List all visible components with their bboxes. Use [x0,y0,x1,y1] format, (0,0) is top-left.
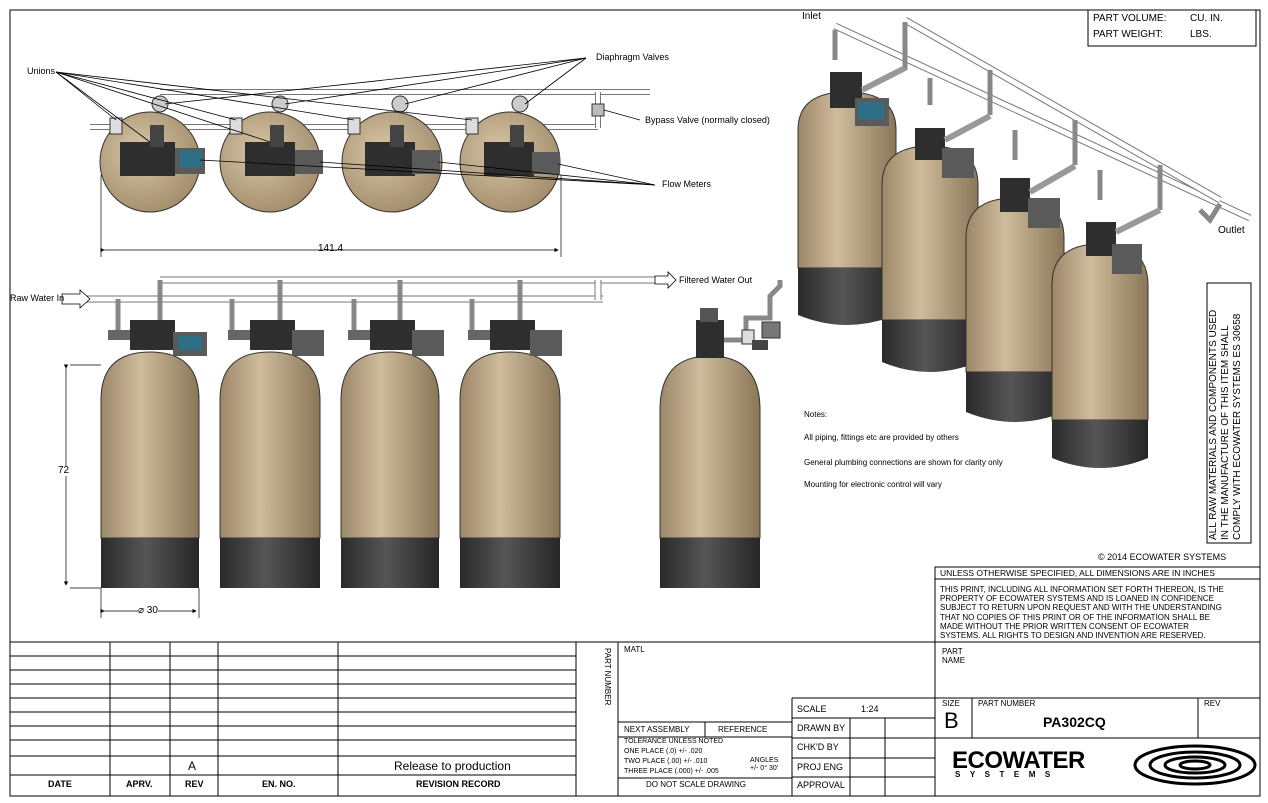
revision-rev-value: A [188,759,197,773]
callout-leaders [55,57,656,186]
iso-tank-2 [881,113,992,372]
front-tank-4 [459,280,562,588]
unions-label: Unions [27,66,56,76]
drawn-by-label: DRAWN BY [797,723,846,733]
proj-eng-label: PROJ ENG [797,762,844,772]
front-tank-3 [340,280,444,588]
filtered-water-arrow [654,271,677,289]
scale-value: 1:24 [861,704,879,714]
revision-header-aprv: APRV. [126,779,153,789]
diameter-dimension: ⌀ 30 [138,605,158,616]
legal-line: PROPERTY OF ECOWATER SYSTEMS AND IS LOAN… [940,594,1214,604]
part-number-value: PA302CQ [1043,714,1106,730]
iso-tank-4 [1051,207,1162,468]
side-note-line-2: IN THE MANUFACTURE OF THIS ITEM SHALL [1220,325,1231,540]
revision-header-en-no: EN. NO. [262,779,296,789]
raw-water-arrow [61,289,91,309]
revision-header-record: REVISION RECORD [416,779,501,789]
legal-line: THIS PRINT, INCLUDING ALL INFORMATION SE… [940,585,1224,594]
ecowater-logo-text: ECOWATER [952,747,1085,774]
part-info-box [1087,9,1257,47]
ecowater-logo-subtext: SYSTEMS [955,770,1060,779]
title-block-grid [10,641,1260,796]
top-tank-2 [219,95,323,213]
do-not-scale: DO NOT SCALE DRAWING [646,780,747,789]
front-view [61,271,677,618]
note-item: All piping, fittings etc are provided by… [804,433,959,442]
ecowater-logo-swirl [1133,744,1257,786]
revision-header-date: DATE [48,779,72,789]
part-weight-unit: LBS. [1190,29,1212,40]
part-weight-label: PART WEIGHT: [1093,29,1164,40]
matl-label: MATL [624,645,645,654]
flow-meters-label: Flow Meters [662,179,712,189]
rev-label: REV [1204,699,1221,708]
inlet-label: Inlet [802,11,821,22]
side-note-text: ALL RAW MATERIALS AND COMPONENTS USED IN… [1208,282,1252,540]
tolerance-two: TWO PLACE (.00) +/- .010 [624,758,708,765]
side-note-line-3: COMPLY WITH ECOWATER SYSTEMS ES 30658 [1232,313,1243,540]
part-name-label-2: NAME [942,656,966,665]
part-number-vertical-label: PART NUMBER [603,648,612,706]
iso-tank-1 [797,65,907,325]
angles-label: ANGLES [750,757,779,764]
note-item: General plumbing connections are shown f… [804,458,1003,467]
size-label: SIZE [942,699,960,708]
outlet-label: Outlet [1218,225,1245,236]
side-view [659,280,783,588]
angles-value: +/- 0° 30' [750,765,779,772]
tolerance-three: THREE PLACE (.000) +/- .005 [624,768,719,775]
notes-title: Notes: [804,410,828,419]
height-dimension: 72 [58,465,70,476]
iso-tank-3 [965,163,1077,422]
note-item: Mounting for electronic control will var… [804,480,942,489]
top-tank-1 [99,95,205,213]
next-assembly-label: NEXT ASSEMBLY [624,725,690,734]
size-value: B [944,708,959,733]
bypass-valve-shape [591,103,605,117]
legal-text: THIS PRINT, INCLUDING ALL INFORMATION SE… [940,585,1224,640]
filtered-water-out-label: Filtered Water Out [679,275,753,285]
dimensions-note: UNLESS OTHERWISE SPECIFIED, ALL DIMENSIO… [940,568,1215,578]
part-number-label: PART NUMBER [978,699,1036,708]
legal-line: SUBJECT TO RETURN UPON REQUEST AND WITH … [940,603,1222,613]
front-tank-1 [100,280,207,588]
side-note-box [1206,282,1252,544]
tolerance-title: TOLERANCE UNLESS NOTED [624,738,724,745]
bypass-valve-label: Bypass Valve (normally closed) [645,115,770,125]
part-volume-label: PART VOLUME: [1093,13,1167,24]
approval-label: APPROVAL [797,780,845,790]
part-volume-unit: CU. IN. [1190,13,1223,24]
part-name-label-1: PART [942,647,963,656]
front-tank-2 [219,280,324,588]
tolerance-one: ONE PLACE (.0) +/- .020 [624,748,703,755]
top-tank-3 [341,95,443,213]
diaphragm-valves-label: Diaphragm Valves [596,52,669,62]
top-view [55,57,656,257]
legal-line: SYSTEMS. ALL RIGHTS TO DESIGN AND INVENT… [940,631,1206,641]
top-tank-4 [459,95,561,213]
copyright: © 2014 ECOWATER SYSTEMS [1098,552,1227,562]
reference-label: REFERENCE [718,725,768,734]
raw-water-in-label: Raw Water In [10,293,65,303]
side-note-line-1: ALL RAW MATERIALS AND COMPONENTS USED [1208,309,1219,540]
scale-label: SCALE [797,704,827,714]
width-dimension: 141.4 [318,243,344,254]
revision-header-rev: REV [185,779,204,789]
sheet-border [9,9,1261,797]
chkd-by-label: CHK'D BY [797,742,839,752]
legal-line: MADE WITHOUT THE PRIOR WRITTEN CONSENT O… [940,621,1189,631]
legal-line: THAT NO COPIES OF THIS PRINT OR OF THE I… [940,612,1210,622]
revision-record-value: Release to production [394,759,511,773]
isometric-view [797,16,1252,468]
